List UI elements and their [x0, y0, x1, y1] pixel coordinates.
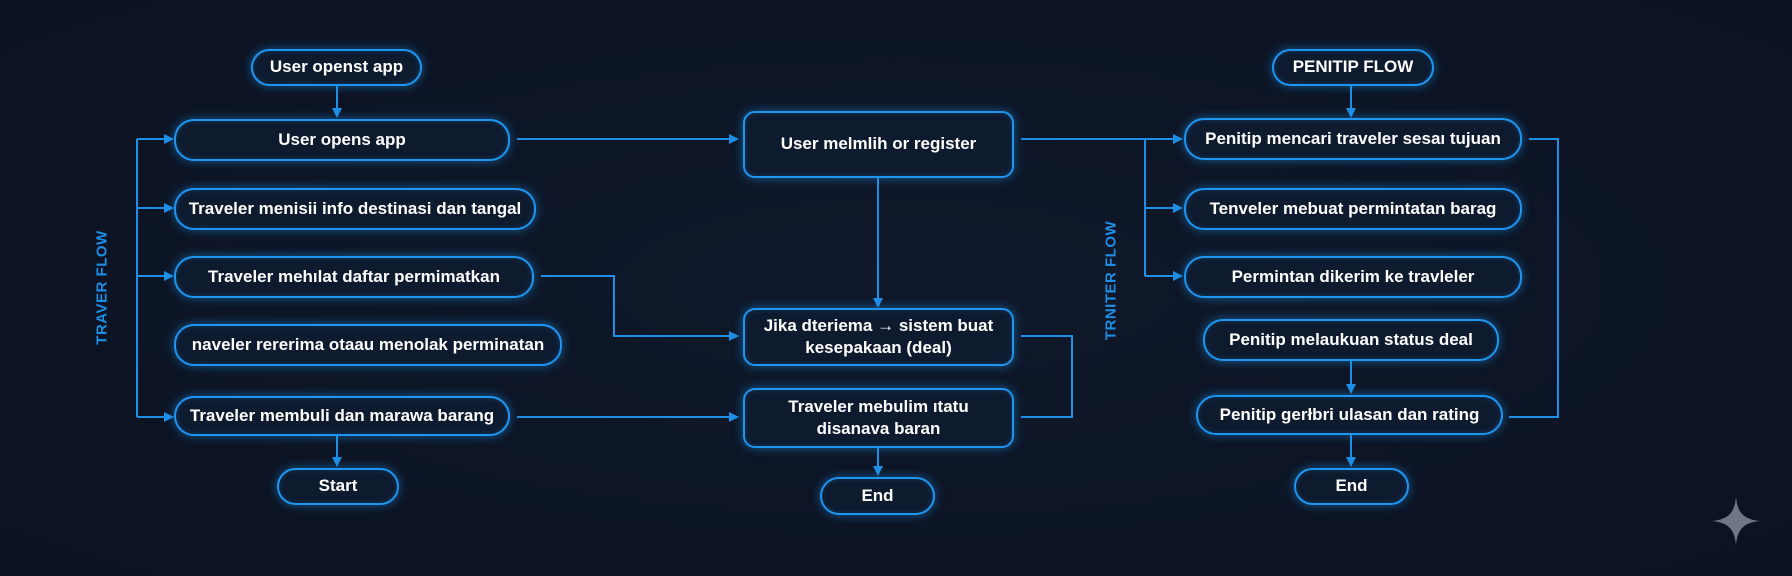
- right-step-5-node[interactable]: Penitip gerłbri ulasan dan rating: [1196, 395, 1503, 435]
- right-flow-side-label: TRNITER FLOW: [1102, 220, 1120, 341]
- right-step-1-node[interactable]: Penitip mencari traveler sesaı tujuan: [1184, 118, 1522, 160]
- connector-to-deal: [541, 275, 739, 341]
- right-end-node[interactable]: End: [1294, 468, 1409, 505]
- center-login-node[interactable]: User melmlih or register: [743, 111, 1014, 178]
- center-deliver-node[interactable]: Traveler mebulim ıtatu disanava baran: [743, 388, 1014, 448]
- left-step-3-node[interactable]: Traveler mehılat daftar permimatkan: [174, 256, 534, 298]
- connector-right-loop: [1509, 138, 1559, 418]
- sparkle-icon: [1712, 497, 1760, 545]
- left-step-4-node[interactable]: naveler rererima otaau menolak perminata…: [174, 324, 562, 366]
- right-step-2-node[interactable]: Tenveler mebuat permintatan barag: [1184, 188, 1522, 230]
- center-deal-node[interactable]: Jika dteriema → sistem buat kesepakaan (…: [743, 308, 1014, 366]
- left-start-node[interactable]: Start: [277, 468, 399, 505]
- right-top-node[interactable]: PENITIP FLOW: [1272, 49, 1434, 86]
- center-end-node[interactable]: End: [820, 477, 935, 515]
- left-step-2-node[interactable]: Traveler menisii info destinasi dan tang…: [174, 188, 536, 230]
- left-top-node[interactable]: User openst app: [251, 49, 422, 86]
- left-step-1-node[interactable]: User opens app: [174, 119, 510, 161]
- right-step-4-node[interactable]: Penitip melaukuan status deal: [1203, 319, 1499, 361]
- left-flow-side-label: TRAVER FLOW: [93, 230, 111, 345]
- connector-center-loop: [1021, 335, 1073, 418]
- right-step-3-node[interactable]: Permintan dikerim ke travleler: [1184, 256, 1522, 298]
- left-step-5-node[interactable]: Traveler membuli dan marawa barang: [174, 396, 510, 436]
